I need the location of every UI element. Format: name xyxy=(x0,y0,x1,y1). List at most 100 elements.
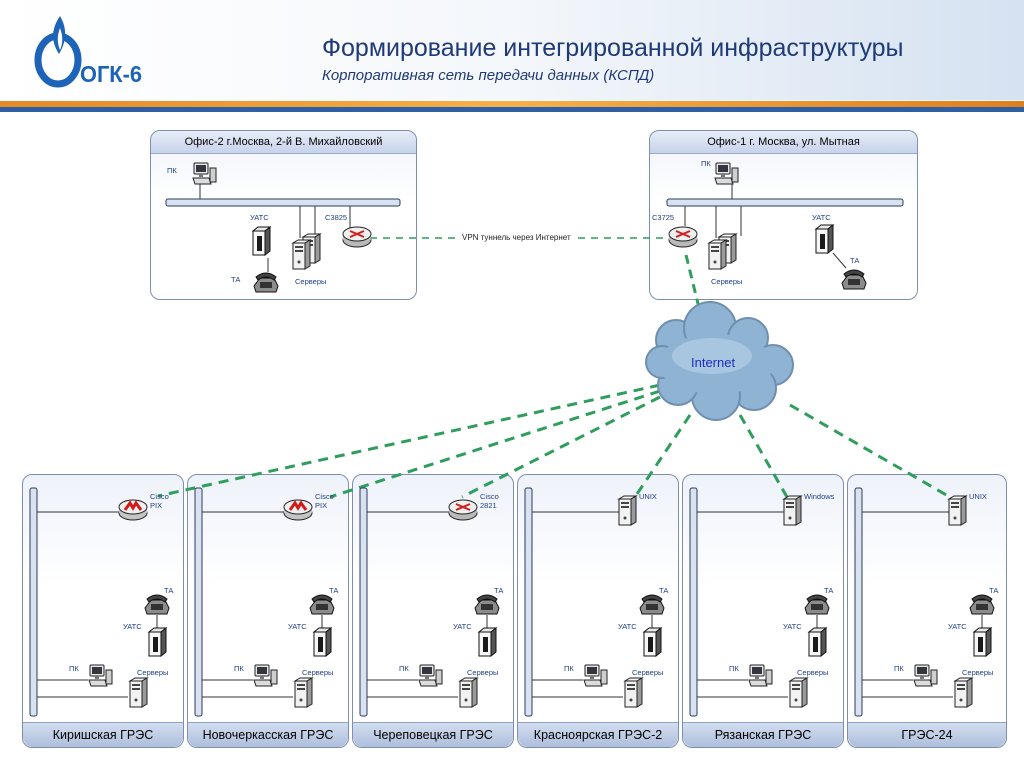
ogk6-logo: ОГК-6 xyxy=(34,16,142,88)
internet-to-krasnoyarsk-link xyxy=(633,414,692,498)
office-1-pc-label: ПК xyxy=(701,159,711,168)
internet-to-ryazan-link xyxy=(738,414,789,498)
plant-gres24-pbx-icon xyxy=(972,626,993,658)
internet-to-gres24-link xyxy=(789,403,956,502)
plant-krasnoyarsk-gateway-label: UNIX xyxy=(639,492,657,501)
office-1-pbx-icon xyxy=(814,223,835,255)
internet-to-kirishi-link xyxy=(157,383,661,498)
office-2-pc-icon xyxy=(192,162,217,185)
plant-name: Киришская ГРЭС xyxy=(23,722,183,747)
office-1-phone-link xyxy=(832,252,847,269)
office-1-pbx-label: УАТС xyxy=(812,213,831,222)
plant-gres24-pc-icon xyxy=(913,664,938,687)
plant-kirishi-phone-label: ТА xyxy=(164,586,174,595)
plant-novocherkassk-servers-label: Серверы xyxy=(302,668,334,677)
plant-cherepovets-gateway-label: Cisco 2821 xyxy=(480,492,499,510)
plant-novocherkassk-gateway-icon xyxy=(283,499,313,521)
plant-kirishi-gateway-icon xyxy=(118,499,148,521)
plant-name: ГРЭС-24 xyxy=(848,722,1006,747)
plant-novocherkassk-pbx-label: УАТС xyxy=(288,622,307,631)
vpn-tunnel-label: VPN туннель через Интернет xyxy=(460,233,573,242)
plant-ryazan-phone-label: ТА xyxy=(824,586,834,595)
plant-cherepovets-gateway-icon xyxy=(448,499,478,521)
office-1-pc-icon xyxy=(714,162,739,185)
office-1-phone-icon xyxy=(841,269,867,290)
plant-gres24-pbx-label: УАТС xyxy=(948,622,967,631)
plant-ryazan-pc-icon xyxy=(748,664,773,687)
slide-subtitle: Корпоративная сеть передачи данных (КСПД… xyxy=(322,67,655,84)
plant-novocherkassk-phone-label: ТА xyxy=(329,586,339,595)
plant-krasnoyarsk-pc-icon xyxy=(583,664,608,687)
plant-name: Рязанская ГРЭС xyxy=(683,722,843,747)
plant-novocherkassk-lan-bus xyxy=(194,487,203,717)
plant-cherepovets-phone-label: ТА xyxy=(494,586,504,595)
office-2-pbx-label: УАТС xyxy=(250,213,269,222)
internet-cloud-icon xyxy=(645,301,794,421)
plant-krasnoyarsk-gateway-icon xyxy=(617,495,638,526)
plant-kirishi-pbx-icon xyxy=(147,626,168,658)
office-1-router-label: C3725 xyxy=(652,213,675,222)
plant-novocherkassk-pbx-icon xyxy=(312,626,333,658)
plant-krasnoyarsk-pc-label: ПК xyxy=(564,664,574,673)
plant-novocherkassk-pc-label: ПК xyxy=(234,664,244,673)
internet-to-cherepovets-link xyxy=(461,395,661,499)
internet-to-novocherkassk-link xyxy=(329,389,661,499)
internet-label: Internet xyxy=(691,355,736,370)
office-2-servers-icon xyxy=(291,233,322,270)
plant-kirishi-pbx-label: УАТС xyxy=(123,622,142,631)
plant-ryazan-servers-icon xyxy=(788,677,809,708)
plant-novocherkassk-pc-icon xyxy=(253,664,278,687)
office-2-servers-label: Серверы xyxy=(295,277,327,286)
plant-cherepovets-servers-icon xyxy=(458,677,479,708)
plant-name: Новочеркасская ГРЭС xyxy=(188,722,348,747)
plant-gres24-gateway-label: UNIX xyxy=(969,492,987,501)
office-2-title: Офис-2 г.Москва, 2-й В. Михайловский xyxy=(151,131,416,154)
plant-ryazan-pbx-label: УАТС xyxy=(783,622,802,631)
office-2-phone-icon xyxy=(253,272,279,293)
plant-cherepovets-pbx-label: УАТС xyxy=(453,622,472,631)
slide-header: ОГК-6 Формирование интегрированной инфра… xyxy=(0,0,1024,100)
plant-kirishi-pc-icon xyxy=(88,664,113,687)
plant-cherepovets-phone-icon xyxy=(474,594,500,615)
office-1-phone-label: ТА xyxy=(850,256,860,265)
plant-name: Череповецкая ГРЭС xyxy=(353,722,513,747)
plant-gres24-pc-label: ПК xyxy=(894,664,904,673)
plant-krasnoyarsk-phone-icon xyxy=(639,594,665,615)
plant-ryazan-phone-icon xyxy=(804,594,830,615)
plant-ryazan-gateway-label: Windows xyxy=(804,492,835,501)
plant-gres24-phone-icon xyxy=(969,594,995,615)
office-2-pbx-icon xyxy=(251,225,272,257)
office-1-router-icon xyxy=(668,226,698,248)
plant-kirishi-phone-icon xyxy=(144,594,170,615)
plant-ryazan-pbx-icon xyxy=(807,626,828,658)
plant-novocherkassk-servers-icon xyxy=(293,677,314,708)
plant-ryazan-gateway-icon xyxy=(782,495,803,526)
logo-text: ОГК-6 xyxy=(80,61,142,87)
plant-krasnoyarsk-phone-label: ТА xyxy=(659,586,669,595)
plant-krasnoyarsk-lan-bus xyxy=(524,487,533,717)
office-1-lan-bus xyxy=(666,198,904,207)
plant-krasnoyarsk-pbx-label: УАТС xyxy=(618,622,637,631)
office-2-box: Офис-2 г.Москва, 2-й В. Михайловский xyxy=(150,130,417,300)
office-2-router-label: C3825 xyxy=(325,213,348,222)
plant-kirishi-gateway-label: Cisco PIX xyxy=(150,492,169,510)
plant-kirishi-servers-icon xyxy=(128,677,149,708)
plant-krasnoyarsk-pbx-icon xyxy=(642,626,663,658)
plant-ryazan-pc-label: ПК xyxy=(729,664,739,673)
slide-title: Формирование интегрированной инфраструкт… xyxy=(322,34,904,62)
plant-kirishi-servers-label: Серверы xyxy=(137,668,169,677)
plant-ryazan-servers-label: Серверы xyxy=(797,668,829,677)
office-2-router-icon xyxy=(342,226,372,248)
plant-krasnoyarsk-servers-label: Серверы xyxy=(632,668,664,677)
plant-gres24-servers-label: Серверы xyxy=(962,668,994,677)
plant-novocherkassk-gateway-label: Cisco PIX xyxy=(315,492,334,510)
plant-ryazan-lan-bus xyxy=(689,487,698,717)
plant-box-cherepovets: Череповецкая ГРЭС xyxy=(352,474,514,748)
plant-box-krasnoyarsk: Красноярская ГРЭС-2 xyxy=(517,474,679,748)
office1-to-internet-link xyxy=(684,254,704,321)
plant-gres24-gateway-icon xyxy=(947,495,968,526)
plant-kirishi-lan-bus xyxy=(29,487,38,717)
office-1-title: Офис-1 г. Москва, ул. Мытная xyxy=(650,131,917,154)
plant-cherepovets-pc-label: ПК xyxy=(399,664,409,673)
